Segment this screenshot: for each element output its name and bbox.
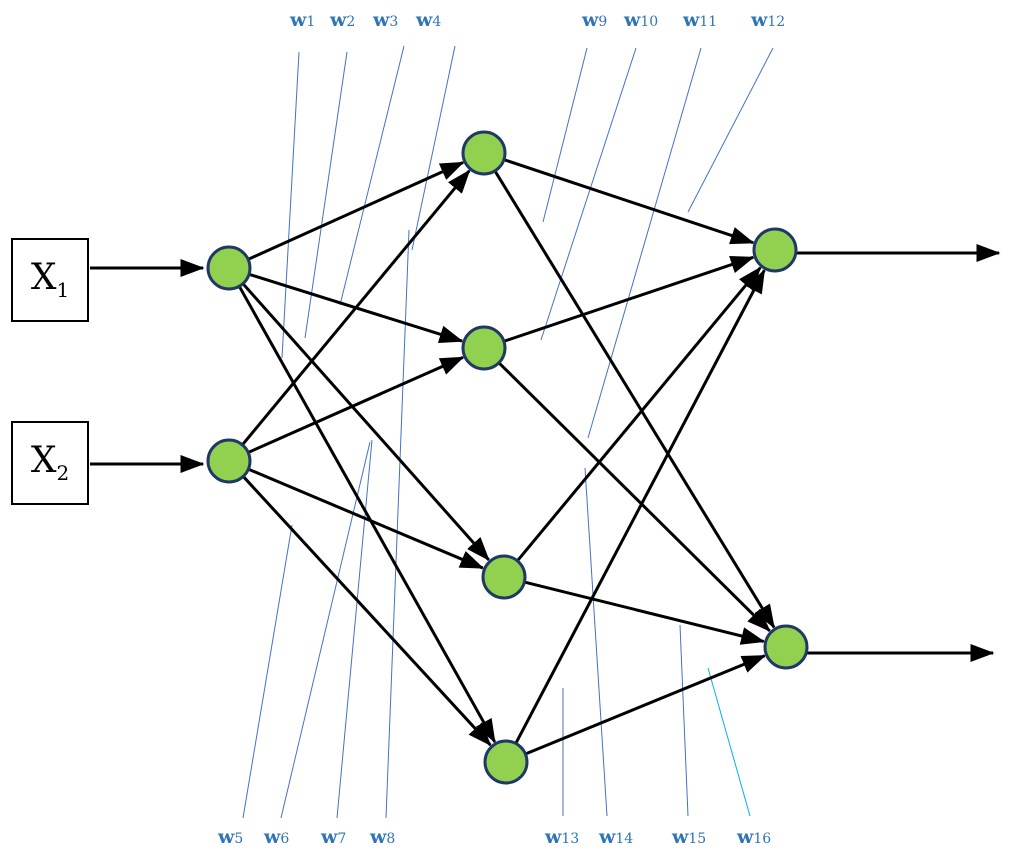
edge-h1-o2 (493, 170, 776, 629)
weight-leader-line (411, 45, 456, 251)
weight-label-w4: w4 (415, 9, 441, 31)
edge-i2-h4 (242, 475, 492, 747)
edge-h4-o2 (524, 654, 767, 756)
neuron-i1 (206, 245, 252, 291)
weight-leader-line (687, 47, 774, 213)
edge-h1-o1 (503, 158, 755, 245)
neuron-i2 (206, 438, 252, 484)
edge-i1-h4 (237, 285, 497, 744)
weight-leader-line (281, 51, 300, 359)
weight-label-w5: w5 (217, 826, 243, 848)
weight-leader-line (280, 441, 371, 819)
weight-label-w13: w13 (544, 826, 579, 848)
neuron-o1 (752, 227, 798, 273)
weight-leader-line (304, 51, 348, 339)
weight-label-w6: w6 (263, 826, 289, 848)
weight-leader-line (542, 47, 588, 223)
edge-i1-h3 (241, 282, 490, 561)
weight-label-w11: w11 (682, 9, 717, 31)
input-label-x1: X1 (30, 257, 70, 303)
weight-label-w3: w3 (372, 9, 398, 31)
weight-label-w2: w2 (329, 9, 355, 31)
neuron-o2 (763, 624, 809, 670)
input-label-x2: X2 (30, 440, 70, 486)
weight-leader-line (242, 524, 293, 819)
weight-leader-line (385, 229, 410, 819)
weight-label-w14: w14 (598, 826, 633, 848)
weight-leader-line (584, 467, 608, 817)
weight-leader-line (587, 47, 702, 439)
edge-i2-h2 (247, 355, 465, 454)
weight-label-w16: w16 (736, 826, 771, 848)
weight-leader-line (540, 47, 637, 341)
input-box-x2: X2 (11, 421, 89, 505)
weight-leader-line (679, 624, 689, 817)
weight-label-w8: w8 (369, 826, 395, 848)
neuron-h1 (461, 130, 507, 176)
edge-i2-h1 (241, 169, 471, 446)
weight-leader-line (707, 667, 751, 817)
neuron-h4 (483, 739, 529, 785)
weight-label-w15: w15 (671, 826, 706, 848)
edge-h4-o1 (514, 269, 766, 745)
weight-label-w9: w9 (581, 9, 607, 31)
weight-label-w1: w1 (289, 9, 315, 31)
edge-h2-o1 (503, 255, 755, 343)
edge-i1-h1 (247, 161, 465, 261)
edge-h2-o2 (497, 361, 771, 632)
edge-h3-o1 (516, 266, 762, 562)
neuron-h3 (481, 554, 527, 600)
neuron-h2 (461, 325, 507, 371)
weight-label-w7: w7 (320, 826, 346, 848)
edge-i2-h3 (247, 467, 485, 570)
input-box-x1: X1 (11, 238, 89, 322)
weight-leader-line (339, 45, 405, 306)
weight-label-w10: w10 (623, 9, 658, 31)
weight-leader-line (336, 439, 373, 819)
edge-h3-o2 (524, 580, 766, 645)
weight-label-w12: w12 (750, 9, 785, 31)
